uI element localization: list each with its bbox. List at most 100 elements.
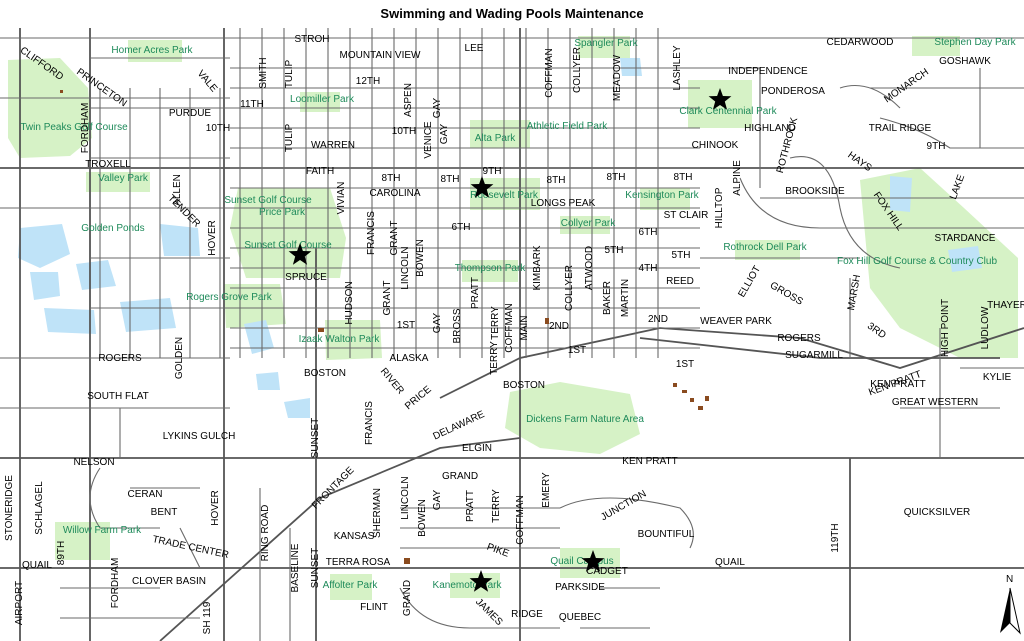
twin-peaks-golf-course-area [8, 58, 92, 158]
street-label-vertical: BASELINE [290, 543, 301, 592]
map-canvas[interactable]: Homer Acres Park Spangler Park Stephen Day… [0, 28, 1024, 641]
star-icon[interactable] [469, 570, 493, 592]
street-label: THAYER [987, 300, 1024, 311]
rothrock-dell-park-area [735, 240, 800, 260]
park-label: Dickens Farm Nature Area [526, 414, 644, 425]
building [673, 383, 677, 387]
street-label-vertical: TULIP [284, 60, 295, 89]
street-label-vertical: ASPEN [403, 83, 414, 117]
street-label-vertical: STONERIDGE [4, 475, 15, 541]
park-label: Spangler Park [574, 38, 638, 49]
street-label: CHINOOK [692, 140, 739, 151]
street-label: 6TH [452, 222, 471, 233]
park-labels: Homer Acres Park Spangler Park Stephen Day… [20, 37, 1016, 591]
street-label-vertical: AIRPORT [14, 581, 25, 625]
street-label: BROOKSIDE [785, 186, 845, 197]
street-label-diagonal: LAKE [948, 173, 967, 201]
street-label-diagonal: TRADE CENTER [151, 534, 229, 561]
street-label: SOUTH FLAT [87, 391, 148, 402]
loomiller-park-area [300, 92, 340, 112]
street-label: FLINT [360, 602, 388, 613]
willow-farm-park-area [55, 522, 110, 560]
street-label: GREAT WESTERN [892, 397, 978, 408]
star-icon[interactable] [708, 88, 732, 110]
homer-acres-park-area [128, 40, 182, 62]
street-label-vertical: EMERY [541, 472, 552, 508]
street-label: BENT [151, 507, 178, 518]
kensington-park-area [640, 188, 690, 210]
street-label: 4TH [639, 263, 658, 274]
street-label-vertical: FORDHAM [110, 558, 121, 609]
street-label: 10TH [206, 123, 230, 134]
street-label: 5TH [605, 245, 624, 256]
park-label: Thompson Park [455, 263, 527, 274]
street-label: ALASKA [390, 353, 429, 364]
street-label-vertical: HOVER [207, 220, 218, 256]
street-label-vertical: SUNSET [310, 418, 321, 459]
street-label-vertical: BROSS [452, 308, 463, 343]
street-label-vertical: GAY [439, 123, 450, 144]
street-label-diagonal: VALE [195, 68, 220, 94]
street-label: SUGARMILL [785, 350, 843, 361]
street-label: BOSTON [503, 380, 545, 391]
star-icon[interactable] [288, 243, 312, 265]
fox-hill-golf-course-area [860, 168, 1018, 358]
street-label: RIDGE [511, 609, 543, 620]
street-label: ROGERS [777, 333, 821, 344]
street-label: 1ST [676, 359, 694, 370]
street-label: SPRUCE [285, 272, 327, 283]
river-pond-1 [284, 398, 310, 418]
street-label: INDEPENDENCE [728, 66, 808, 77]
park-label: Kanemoto Park [433, 580, 503, 591]
park-label: Sunset Golf Course [224, 195, 312, 206]
street-label-diagonal: JUNCTION [599, 488, 648, 523]
street-label-vertical: BOWEN [415, 239, 426, 277]
street-label-diagonal: PIKE [485, 542, 510, 560]
star-icon[interactable] [581, 550, 605, 572]
street-label-vertical: HUDSON [344, 281, 355, 324]
street-label: ST CLAIR [664, 210, 709, 221]
park-label: Willow Farm Park [63, 525, 142, 536]
street-label: 1ST [568, 345, 586, 356]
street-label: TROXELL [85, 159, 131, 170]
park-label: Affolter Park [323, 580, 379, 591]
street-label-vertical: FRANCIS [364, 401, 375, 445]
street-label-diagonal: 3RD [865, 321, 888, 341]
road-network [0, 28, 1024, 641]
building [545, 318, 549, 324]
grid-roads [0, 28, 1024, 458]
pool-markers [288, 88, 732, 592]
golden-ponds-lake-3 [76, 260, 116, 290]
building [698, 406, 703, 410]
park-label: Homer Acres Park [111, 45, 193, 56]
east-curves [700, 68, 1024, 458]
north-label: N [1006, 574, 1013, 585]
street-label-vertical: LASHLEY [672, 45, 683, 90]
street-label-vertical: HILLTOP [714, 187, 725, 228]
street-label-vertical: GRANT [389, 221, 400, 256]
street-label: GRAND [442, 471, 478, 482]
street-label-vertical: BAKER [602, 281, 613, 315]
street-label: CAROLINA [369, 188, 420, 199]
park-label: Stephen Day Park [934, 37, 1016, 48]
golden-ponds-lake-2 [30, 272, 60, 300]
rogers-grove-park-area [224, 284, 286, 328]
building [404, 558, 410, 564]
street-label: 2ND [549, 321, 569, 332]
street-label: KEN PRATT [870, 379, 925, 390]
street-label-vertical: SUNSET [310, 548, 321, 589]
water-bodies [18, 58, 982, 418]
spangler-park-area [578, 36, 630, 58]
street-label-vertical: MEADOW [612, 54, 623, 101]
street-label: 9TH [927, 141, 946, 152]
dickens-farm-nature-area [505, 382, 640, 454]
park-label: Kensington Park [625, 190, 699, 201]
street-label-vertical: RING ROAD [260, 505, 271, 562]
star-icon[interactable] [470, 176, 494, 198]
park-label: Roosevelt Park [470, 190, 539, 201]
street-label-vertical: PRATT [470, 277, 481, 309]
street-label: TERRA ROSA [326, 557, 391, 568]
street-label: ELGIN [462, 443, 492, 454]
street-label: QUEBEC [559, 612, 601, 623]
